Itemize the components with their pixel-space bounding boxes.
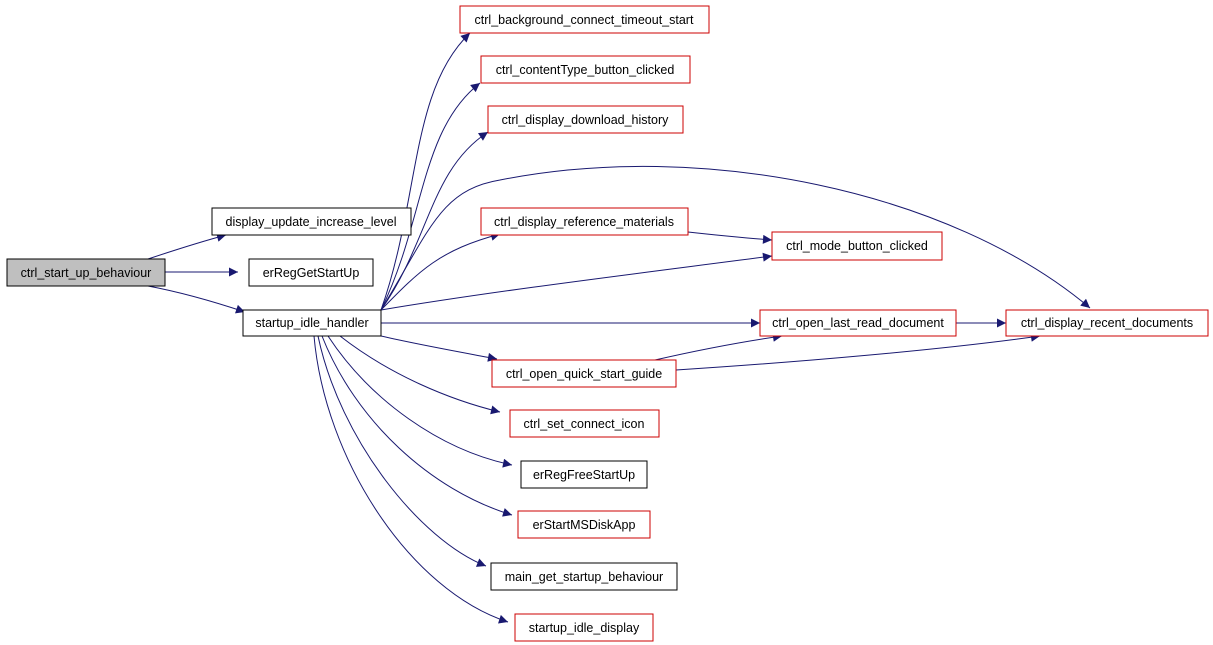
- edge-n3-n8: [380, 252, 773, 311]
- node-erregfreestartup[interactable]: erRegFreeStartUp: [520, 460, 648, 489]
- edge-n3-n12: [339, 335, 501, 415]
- edge-n0-n3: [147, 285, 246, 314]
- edge-n11-n9: [654, 332, 783, 361]
- node-label: ctrl_start_up_behaviour: [21, 266, 152, 280]
- node-box: [248, 258, 374, 287]
- node-main-get-startup-behaviour[interactable]: main_get_startup_behaviour: [490, 562, 678, 591]
- edge-n0-n1: [147, 232, 227, 260]
- node-label: erStartMSDiskApp: [533, 518, 636, 532]
- edge-n3-n14: [321, 335, 513, 517]
- node-box: [520, 460, 648, 489]
- node-box: [491, 359, 677, 388]
- edge-n3-n13: [327, 335, 513, 468]
- node-box: [771, 231, 943, 261]
- node-ctrl-start-up-behaviour[interactable]: ctrl_start_up_behaviour: [6, 258, 166, 287]
- edges: [147, 32, 1091, 624]
- node-startup-idle-display[interactable]: startup_idle_display: [514, 613, 654, 642]
- node-ctrl-background-connect-timeout-start[interactable]: ctrl_background_connect_timeout_start: [459, 5, 710, 34]
- node-box: [242, 309, 382, 337]
- node-label: ctrl_display_download_history: [502, 113, 670, 127]
- node-label: erRegGetStartUp: [263, 266, 360, 280]
- node-box: [480, 55, 691, 84]
- node-ctrl-display-download-history[interactable]: ctrl_display_download_history: [487, 105, 684, 134]
- node-ctrl-open-last-read-document[interactable]: ctrl_open_last_read_document: [759, 309, 957, 337]
- node-ctrl-open-quick-start-guide[interactable]: ctrl_open_quick_start_guide: [491, 359, 677, 388]
- node-label: erRegFreeStartUp: [533, 468, 635, 482]
- node-box: [6, 258, 166, 287]
- node-box: [490, 562, 678, 591]
- edge-n3-n11: [380, 335, 498, 362]
- edge-n3-n15: [317, 335, 487, 567]
- node-box: [517, 510, 651, 539]
- node-label: main_get_startup_behaviour: [505, 570, 663, 584]
- node-box: [1005, 309, 1209, 337]
- edge-n3-n5: [380, 82, 481, 311]
- node-box: [211, 207, 412, 236]
- node-box: [480, 207, 689, 236]
- node-ctrl-set-connect-icon[interactable]: ctrl_set_connect_icon: [509, 409, 660, 438]
- node-label: ctrl_mode_button_clicked: [786, 239, 928, 253]
- node-label: ctrl_display_reference_materials: [494, 215, 674, 229]
- node-box: [514, 613, 654, 642]
- node-erreggetstartup[interactable]: erRegGetStartUp: [248, 258, 374, 287]
- node-label: ctrl_open_last_read_document: [772, 316, 944, 330]
- node-label: display_update_increase_level: [226, 215, 397, 229]
- edge-n3-n6: [380, 131, 489, 311]
- node-ctrl-mode-button-clicked[interactable]: ctrl_mode_button_clicked: [771, 231, 943, 261]
- edge-n11-n10: [675, 332, 1041, 371]
- node-label: ctrl_set_connect_icon: [524, 417, 645, 431]
- node-display-update-increase-level[interactable]: display_update_increase_level: [211, 207, 412, 236]
- nodes: ctrl_start_up_behaviour display_update_i…: [6, 5, 1209, 642]
- edge-n3-n7: [380, 231, 501, 311]
- node-label: ctrl_contentType_button_clicked: [496, 63, 675, 77]
- node-label: startup_idle_handler: [255, 316, 368, 330]
- edge-n3-n10: [380, 165, 1091, 311]
- node-ctrl-display-recent-documents[interactable]: ctrl_display_recent_documents: [1005, 309, 1209, 337]
- node-label: ctrl_background_connect_timeout_start: [475, 13, 694, 27]
- node-startup-idle-handler[interactable]: startup_idle_handler: [242, 309, 382, 337]
- node-box: [759, 309, 957, 337]
- edge-n3-n4: [380, 32, 471, 311]
- edge-n3-n16: [313, 335, 509, 624]
- edge-n7-n8: [687, 231, 773, 244]
- node-box: [459, 5, 710, 34]
- node-ctrl-display-reference-materials[interactable]: ctrl_display_reference_materials: [480, 207, 689, 236]
- node-label: ctrl_display_recent_documents: [1021, 316, 1193, 330]
- node-label: ctrl_open_quick_start_guide: [506, 367, 662, 381]
- node-box: [509, 409, 660, 438]
- node-ctrl-contenttype-button-clicked[interactable]: ctrl_contentType_button_clicked: [480, 55, 691, 84]
- node-box: [487, 105, 684, 134]
- node-label: startup_idle_display: [529, 621, 640, 635]
- node-erstartmsdiskapp[interactable]: erStartMSDiskApp: [517, 510, 651, 539]
